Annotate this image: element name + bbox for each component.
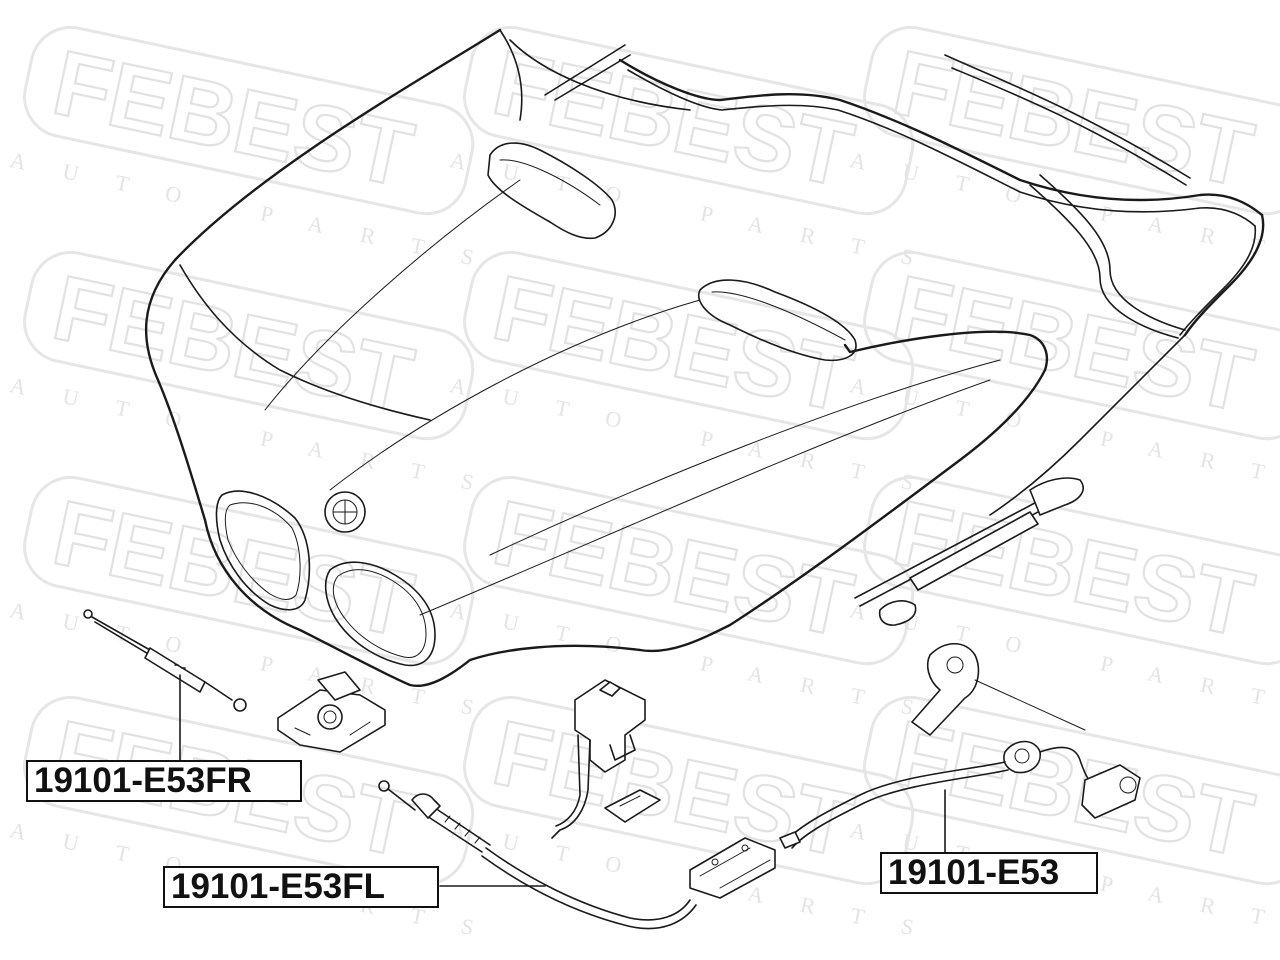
hood-strut-right xyxy=(854,477,1084,626)
hood-lock-center xyxy=(551,679,661,839)
watermark-frame xyxy=(23,250,475,441)
gas-spring-right xyxy=(83,609,247,761)
watermark-frame xyxy=(863,695,1280,886)
watermark-frame xyxy=(863,250,1280,441)
part-label-19101-E53: 19101-E53 xyxy=(880,852,1098,894)
watermark-frame xyxy=(863,475,1280,666)
watermark-frame xyxy=(23,475,475,666)
watermark-frame xyxy=(23,25,475,216)
part-label-19101-E53FL: 19101-E53FL xyxy=(163,866,439,908)
release-cable-right xyxy=(779,740,1141,856)
hood-release-handle xyxy=(911,642,1086,736)
watermark-frame xyxy=(863,25,1280,216)
part-label-19101-E53FR: 19101-E53FR xyxy=(26,760,302,802)
watermark-frame xyxy=(463,25,915,216)
watermark-frame xyxy=(463,695,915,886)
watermark-frame xyxy=(23,695,475,886)
release-cable-front-left xyxy=(378,780,776,930)
hood-latch-left xyxy=(277,671,386,753)
hood-panel xyxy=(144,28,1265,688)
